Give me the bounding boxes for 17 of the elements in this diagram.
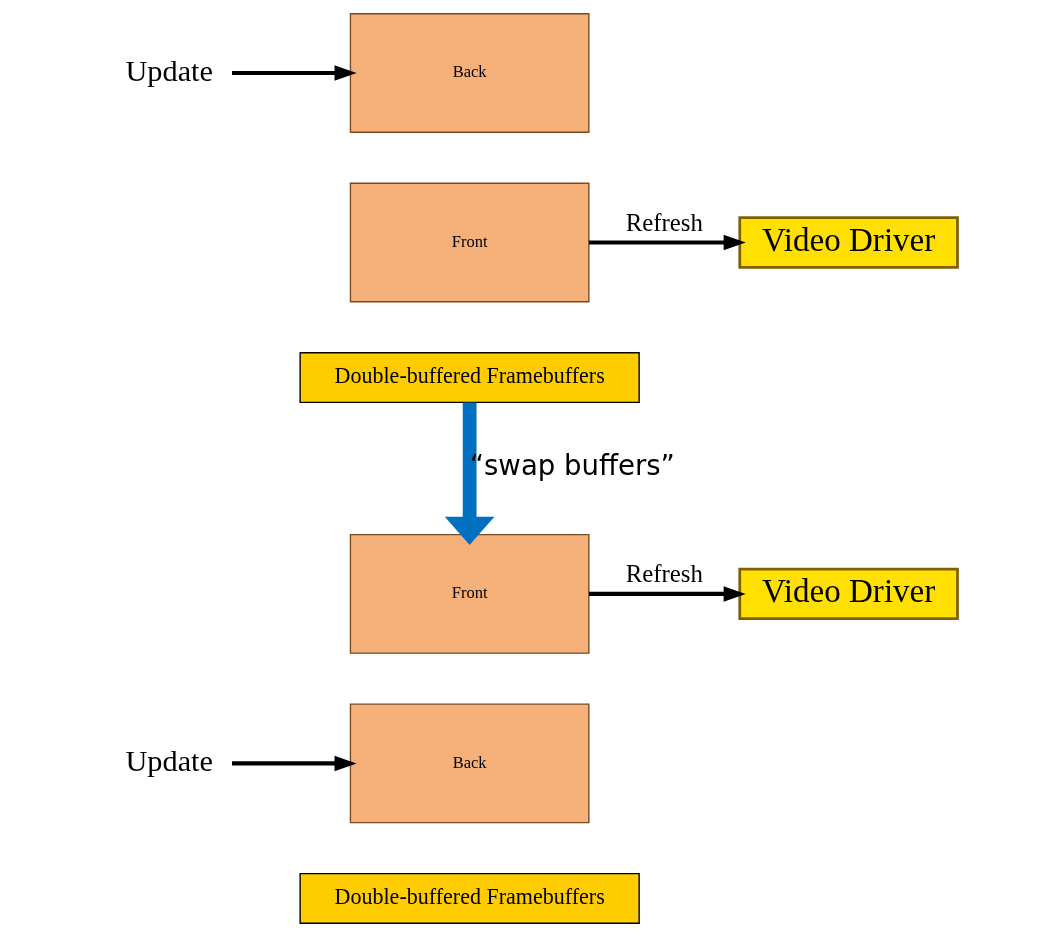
arrow <box>231 755 357 772</box>
node-box: Front <box>349 533 590 654</box>
node-text: Update <box>124 744 213 779</box>
node-box: Double-buffered Framebuffers <box>298 872 640 924</box>
node-box: Video Driver <box>737 567 959 621</box>
arrow <box>588 586 746 602</box>
node-box: Front <box>349 182 590 303</box>
node-text: Update <box>124 53 213 88</box>
edge-label: Refresh <box>625 208 703 236</box>
arrow <box>588 234 746 251</box>
node-box: Double-buffered Framebuffers <box>298 352 640 404</box>
node-box: Back <box>349 703 590 824</box>
node-box: Back <box>349 13 590 133</box>
edge-label: Refresh <box>625 560 703 588</box>
arrow <box>231 65 357 81</box>
arrow <box>444 402 494 546</box>
node-box: Video Driver <box>737 216 959 269</box>
